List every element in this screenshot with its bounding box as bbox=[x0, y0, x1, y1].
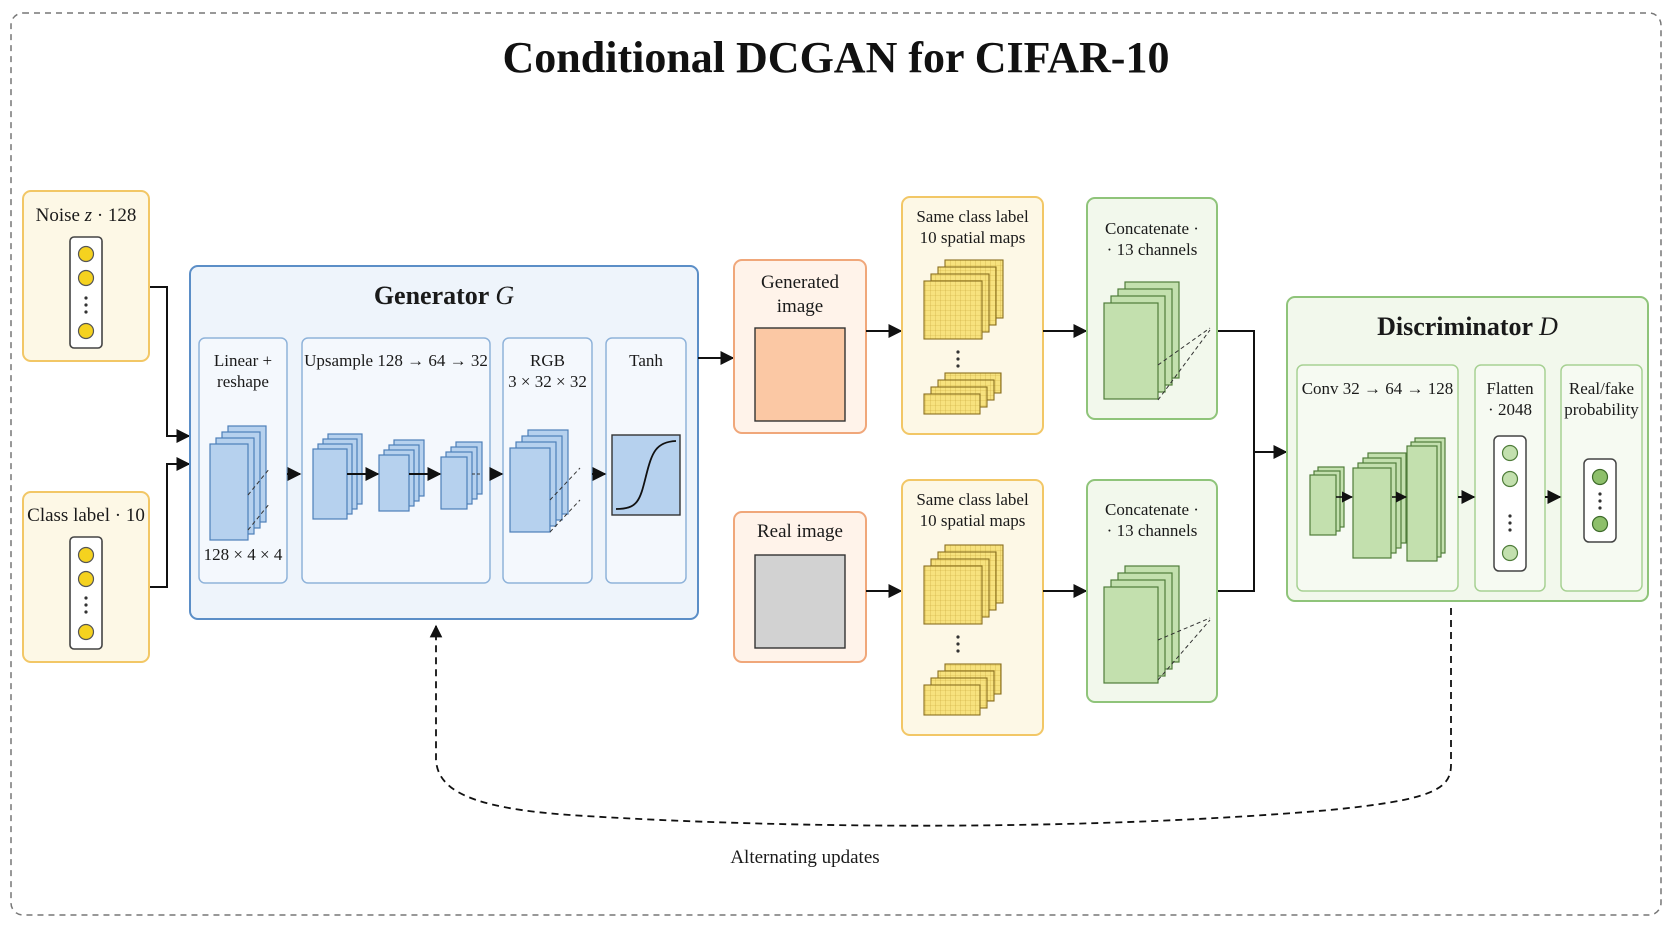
label-maps-bottom-line1: Same class label bbox=[916, 490, 1029, 509]
upsample-block-stack-2 bbox=[378, 439, 425, 512]
gen-upsample-label: Upsample 128 → 64 → 32 bbox=[304, 351, 488, 370]
outer-frame bbox=[10, 12, 1662, 916]
gen-linear-line1: Linear + bbox=[213, 351, 273, 370]
concat-bottom-label: Concatenate · · 13 channels bbox=[1087, 499, 1217, 542]
noise-input-label: Noise z · 128 bbox=[23, 204, 149, 228]
concat-bottom-line1: Concatenate · bbox=[1105, 500, 1199, 519]
label-maps-top-label: Same class label 10 spatial maps bbox=[902, 206, 1043, 249]
label-maps-box-top bbox=[901, 196, 1044, 435]
conv-block-stack-1 bbox=[1309, 466, 1345, 536]
gen-rgb-line1: RGB bbox=[530, 351, 565, 370]
concat-bottom-line2: · 13 channels bbox=[1106, 521, 1198, 541]
gen-linear-label: Linear + reshape bbox=[199, 350, 287, 393]
noise-label-suffix: · 128 bbox=[92, 205, 137, 226]
discriminator-symbol: D bbox=[1539, 312, 1558, 341]
concat-top-label: Concatenate · · 13 channels bbox=[1087, 218, 1217, 261]
disc-output-line1: Real/fake bbox=[1568, 379, 1635, 398]
label-maps-top-line2: 10 spatial maps bbox=[919, 228, 1026, 248]
label-maps-bottom-label: Same class label 10 spatial maps bbox=[902, 489, 1043, 532]
conv-block-stack-3 bbox=[1406, 437, 1446, 562]
discriminator-title: Discriminator D bbox=[1287, 311, 1648, 344]
gen-linear-caption: 128 × 4 × 4 bbox=[203, 545, 283, 564]
concat-top-line2: · 13 channels bbox=[1106, 240, 1198, 260]
disc-flatten-label: Flatten · 2048 bbox=[1475, 378, 1545, 421]
flatten-vector bbox=[1493, 435, 1527, 572]
noise-label-prefix: Noise bbox=[35, 205, 85, 226]
output-vector bbox=[1583, 458, 1617, 543]
disc-output-line2: probability bbox=[1564, 400, 1639, 420]
upsample-block-stack-3 bbox=[440, 441, 483, 510]
generated-image-line2: image bbox=[776, 295, 824, 317]
label-maps-box-bottom bbox=[901, 479, 1044, 736]
class-label-input-label: Class label · 10 bbox=[27, 505, 145, 526]
concat-box-bottom bbox=[1086, 479, 1218, 703]
disc-flatten-line1: Flatten bbox=[1486, 379, 1534, 398]
upsample-block-stack-1 bbox=[312, 433, 363, 520]
generated-image-line1: Generated bbox=[760, 272, 840, 293]
concat-bottom-to-disc-line bbox=[1218, 452, 1255, 592]
label-maps-bottom-line2: 10 spatial maps bbox=[919, 511, 1026, 531]
alternating-updates-label: Alternating updates bbox=[730, 847, 880, 868]
conv-block-stack-2 bbox=[1352, 452, 1407, 559]
alternating-updates-loop bbox=[429, 608, 1452, 827]
disc-flatten-line2: · 2048 bbox=[1488, 400, 1532, 420]
generator-title: Generator G bbox=[190, 280, 698, 313]
noise-arrow bbox=[150, 286, 191, 443]
disc-conv-label: Conv 32 → 64 → 128 bbox=[1301, 379, 1454, 398]
tanh-curve-plot bbox=[611, 434, 681, 516]
linear-block-stack bbox=[209, 425, 271, 541]
concat-box-top bbox=[1086, 197, 1218, 420]
generated-image-label: Generated image bbox=[734, 271, 866, 319]
generator-title-text: Generator bbox=[373, 281, 489, 310]
class-label-arrow bbox=[150, 457, 191, 588]
real-image-label: Real image bbox=[757, 521, 843, 542]
concat-top-to-disc-line bbox=[1218, 330, 1255, 452]
gen-linear-line2: reshape bbox=[217, 372, 269, 392]
label-maps-top-line1: Same class label bbox=[916, 207, 1029, 226]
noise-symbol: z bbox=[84, 205, 93, 226]
gen-rgb-label: RGB 3 × 32 × 32 bbox=[503, 350, 592, 393]
class-label-input-box bbox=[22, 491, 150, 663]
discriminator-title-text: Discriminator bbox=[1377, 312, 1533, 341]
real-image-box bbox=[733, 511, 867, 663]
generator-symbol: G bbox=[495, 281, 515, 310]
gen-rgb-line2: 3 × 32 × 32 bbox=[508, 372, 587, 392]
noise-input-box bbox=[22, 190, 150, 362]
disc-output-label: Real/fake probability bbox=[1561, 378, 1642, 421]
gen-tanh-label: Tanh bbox=[629, 351, 663, 370]
rgb-block-stack bbox=[509, 429, 581, 533]
generated-image-box bbox=[733, 259, 867, 434]
page-title: Conditional DCGAN for CIFAR-10 bbox=[502, 33, 1170, 82]
concat-top-line1: Concatenate · bbox=[1105, 219, 1199, 238]
